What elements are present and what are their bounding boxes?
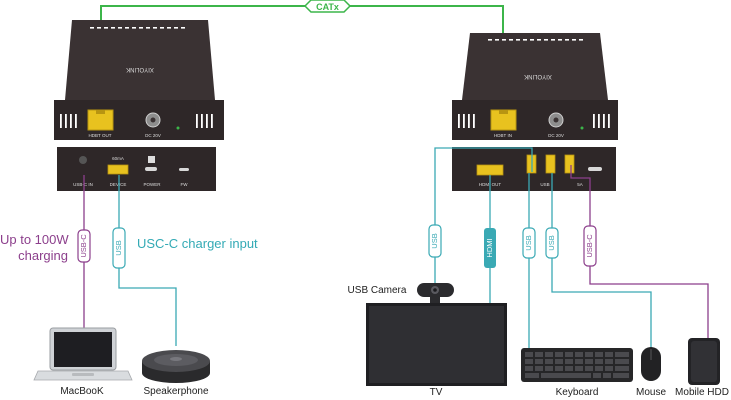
charging-annotation-line1: Up to 100W (0, 232, 69, 247)
tx-port-label-usbc-in: USB-C IN (73, 182, 93, 187)
rx-hdmi-out-port[interactable] (476, 164, 504, 176)
charging-annotation: Up to 100W charging (0, 232, 69, 264)
receiver-unit: XIYOLINK HDBT IN DC 20V HDMI OUT USB 5A (452, 33, 618, 191)
tx-usbc-in-port[interactable] (79, 156, 87, 164)
rx-port-label-5a: 5A (577, 182, 583, 187)
catx-label: CATx (316, 2, 339, 12)
cable-tag-rx-usb-keyboard: USB (522, 227, 536, 259)
usb-camera-icon (417, 283, 454, 303)
charger-input-annotation: USC-C charger input (137, 236, 258, 251)
cable-label-rx-usb-camera: USB (430, 233, 439, 248)
rx-port-label-usb: USB (540, 182, 549, 187)
tx-led (176, 126, 180, 130)
tx-power-button[interactable] (148, 156, 155, 163)
catx-label-tag: CATx (303, 0, 352, 13)
cable-label-rx-hdmi: HDMI (485, 238, 494, 257)
cable-tag-rx-usbc: USB-C (583, 225, 597, 267)
cable-tag-tx-usbc: USB-C (77, 229, 91, 263)
rx-usbc-port[interactable] (588, 167, 602, 171)
tv-label: TV (429, 387, 443, 398)
cable-tag-tx-usb: USB (112, 227, 126, 269)
charging-annotation-line2: charging (18, 248, 68, 263)
tx-device-note: 60mA (112, 156, 124, 161)
tx-fw-port[interactable] (179, 168, 189, 171)
tx-port-label-power: POWER (143, 182, 161, 187)
usb-camera-label: USB Camera (347, 285, 407, 296)
tx-device-usb-port[interactable] (107, 164, 129, 175)
tx-port-label-dc: DC 20V (145, 133, 161, 138)
tx-port-label-hdbt-out: HDBT OUT (89, 133, 112, 138)
rx-port-label-dc: DC 20V (548, 133, 564, 138)
cable-tag-rx-hdmi: HDMI (484, 228, 496, 268)
laptop-icon (33, 327, 133, 381)
cable-tag-rx-usb-camera: USB (428, 224, 442, 258)
keyboard-icon (521, 348, 633, 382)
mouse-icon (641, 347, 661, 381)
mouse-label: Mouse (635, 387, 666, 398)
tx-power-usbc-port[interactable] (145, 167, 157, 171)
rx-brand-logo: XIYOLINK (524, 73, 552, 79)
hdd-label: Mobile HDD (675, 387, 729, 398)
cable-label-tx-usb: USB (114, 240, 123, 255)
cable-lines (83, 147, 709, 348)
speakerphone-icon (142, 350, 210, 383)
hdd-icon (688, 338, 720, 385)
keyboard-label: Keyboard (555, 387, 599, 398)
tx-port-label-device: DEVICE (110, 182, 127, 187)
cable-tag-rx-usb-mouse: USB (545, 227, 559, 259)
macbook-label: MacBooK (60, 386, 104, 397)
rx-usb-port-3[interactable] (564, 154, 575, 174)
rx-usb-port-2[interactable] (545, 154, 556, 174)
speakerphone-label: Speakerphone (143, 386, 209, 397)
cable-label-tx-usbc: USB-C (79, 234, 88, 258)
transmitter-unit: XIYOLINK HDBT OUT DC 20V 60mA USB-C IN D… (54, 20, 224, 191)
cable-label-rx-usb-mouse: USB (547, 235, 556, 250)
tv-icon (366, 303, 507, 386)
tx-brand-logo: XIYOLINK (126, 66, 154, 72)
rx-port-label-hdbt-in: HDBT IN (494, 133, 512, 138)
cable-label-rx-usbc: USB-C (585, 234, 594, 258)
cable-label-rx-usb-keyboard: USB (524, 235, 533, 250)
rx-led (580, 126, 584, 130)
tx-port-label-fw: FW (181, 182, 189, 187)
